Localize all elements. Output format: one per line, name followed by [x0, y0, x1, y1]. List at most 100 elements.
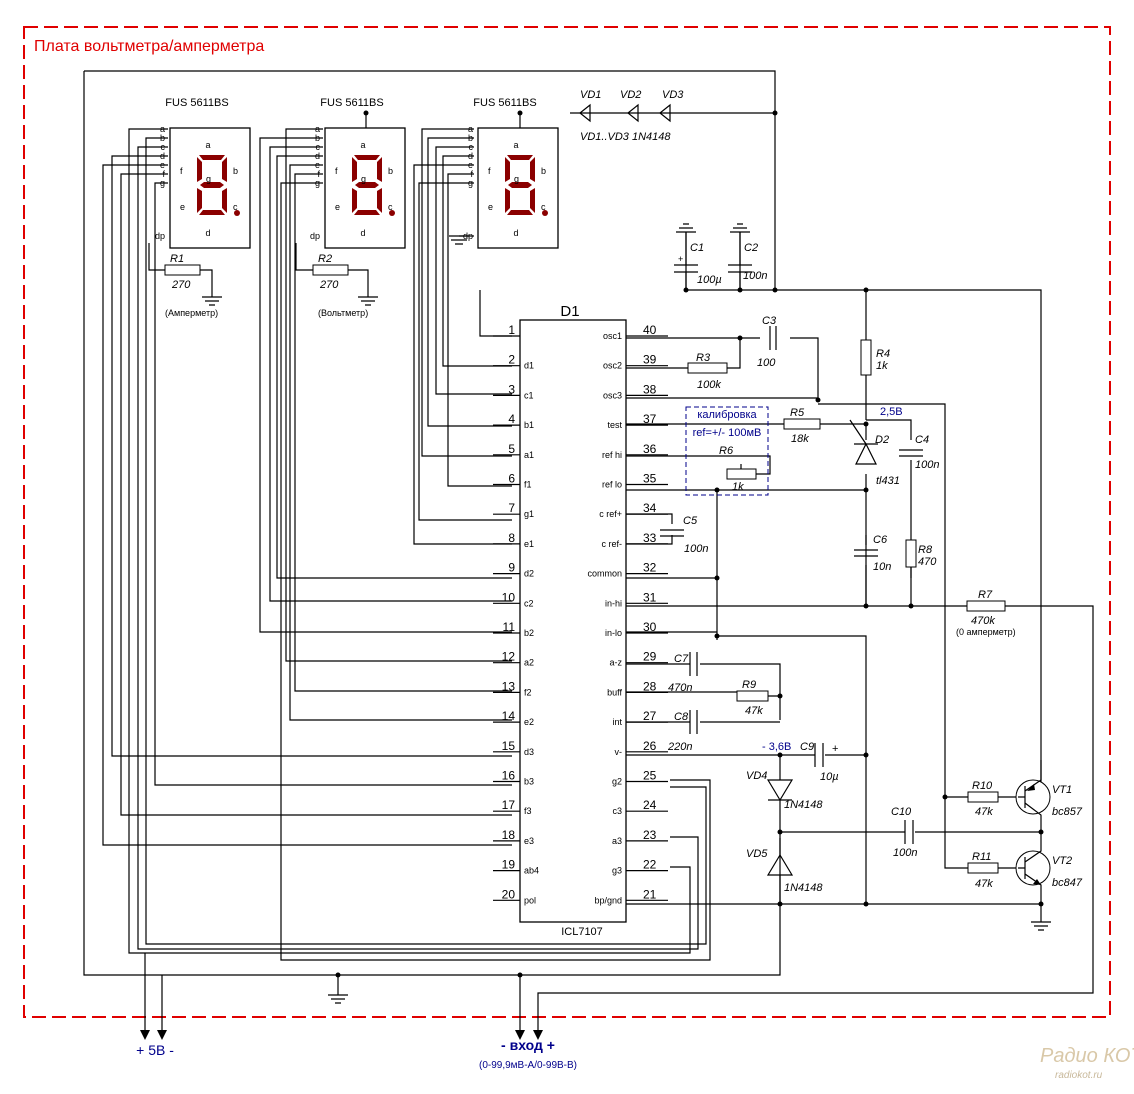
ic-pin-number: 37	[643, 412, 657, 426]
board-border	[23, 26, 1111, 1018]
ic-pin-number: 18	[502, 828, 516, 842]
segment-label: b	[541, 166, 546, 176]
display-pin-label: c	[161, 142, 166, 152]
ic-pin-name: e2	[524, 717, 534, 727]
r6-value: 1k	[732, 481, 744, 493]
r3-value: 100k	[697, 379, 721, 391]
ic-ref: D1	[560, 303, 579, 320]
calib-line2: ref=+/- 100мВ	[693, 427, 762, 439]
vd4-ref: VD4	[746, 770, 767, 782]
vd1-label: VD1	[580, 89, 601, 101]
r7-note: (0 амперметр)	[956, 627, 1016, 637]
segment-label: g	[206, 174, 211, 184]
segment-label: d	[205, 228, 210, 238]
segment-label: e	[180, 202, 185, 212]
ic-pin-number: 38	[643, 382, 657, 396]
ic-pin-number: 9	[508, 561, 515, 575]
c4-ref: C4	[915, 434, 929, 446]
components: R1 270 (Амперметр) R2 270 (Вольтметр) + …	[164, 232, 1083, 904]
c8-value: 220n	[667, 741, 692, 753]
ic-pin-name: c1	[524, 390, 534, 400]
r8-ref: R8	[918, 544, 933, 556]
ic-pin-number: 23	[643, 828, 657, 842]
ic-pin-name: a2	[524, 658, 534, 668]
ic-pin-number: 13	[502, 679, 516, 693]
ic-pin-number: 31	[643, 590, 657, 604]
segment-label: f	[335, 166, 338, 176]
c6-value: 10n	[873, 561, 891, 573]
vd3-label: VD3	[662, 89, 684, 101]
segment-f	[352, 157, 357, 182]
r7-ref: R7	[978, 589, 993, 601]
segment-label: g	[514, 174, 519, 184]
display-pin-label: d	[160, 151, 165, 161]
c7-ref: C7	[674, 653, 689, 665]
ic-pin-name: g1	[524, 509, 534, 519]
c9-ref: C9	[800, 741, 814, 753]
vd5-ref: VD5	[746, 848, 768, 860]
c8-ref: C8	[674, 711, 689, 723]
r2-ref: R2	[318, 253, 332, 265]
r1-ref: R1	[170, 253, 184, 265]
display-pin-label: d	[468, 151, 473, 161]
r8-value: 470	[918, 556, 937, 568]
segment-a	[199, 155, 225, 160]
ic-pin-name: ab4	[524, 866, 539, 876]
r1-note: (Амперметр)	[165, 308, 218, 318]
ic-pin-number: 35	[643, 472, 657, 486]
d2-ref: D2	[875, 434, 889, 446]
board-title: Плата вольтметра/амперметра	[34, 38, 264, 55]
ic-pin-name: d2	[524, 569, 534, 579]
display-pin-label: a	[315, 124, 320, 134]
display-part: FUS 5611BS	[165, 97, 228, 109]
ic-pin-name: c2	[524, 598, 534, 608]
ic-pin-number: 25	[643, 769, 657, 783]
segment-dp	[389, 210, 395, 216]
diodes-top: VD1 VD2 VD3 VD1..VD3 1N4148	[579, 89, 684, 143]
ic-pin-number: 21	[643, 887, 657, 901]
segment-g	[200, 182, 224, 188]
c1-value: 100µ	[697, 274, 722, 286]
ic-pin-name: f3	[524, 806, 532, 816]
wires	[83, 70, 1094, 1032]
segment-a	[354, 155, 380, 160]
ic-pin-number: 2	[508, 353, 515, 367]
ic-pin-number: 29	[643, 650, 657, 664]
ic-pin-name: ref hi	[602, 450, 622, 460]
segment-c	[377, 188, 382, 213]
calib-line1: калибровка	[697, 409, 757, 421]
ic-pin-name: d3	[524, 747, 534, 757]
c6-ref: C6	[873, 534, 888, 546]
ic-pin-name: common	[587, 569, 622, 579]
c4-value: 100n	[915, 459, 939, 471]
segment-label: c	[233, 202, 238, 212]
segment-label: a	[360, 140, 365, 150]
segment-b	[530, 157, 535, 182]
terminals	[140, 110, 1044, 1040]
ic-pin-name: osc2	[603, 361, 622, 371]
c3-ref: C3	[762, 315, 777, 327]
r2-note: (Вольтметр)	[318, 308, 368, 318]
segment-e	[197, 188, 202, 213]
segment-f	[197, 157, 202, 182]
ic-pin-number: 27	[643, 709, 657, 723]
ic-pin-name: c3	[612, 806, 622, 816]
ic-pin-name: int	[612, 717, 622, 727]
ic-pin-name: g3	[612, 866, 622, 876]
display-part: FUS 5611BS	[320, 97, 383, 109]
ic-pin-name: g2	[612, 777, 622, 787]
watermark-logo: Радио КОТ	[1040, 1045, 1134, 1067]
ic-pin-name: b1	[524, 420, 534, 430]
c1-ref: C1	[690, 242, 704, 254]
ic-pin-name: c ref-	[601, 539, 622, 549]
segment-e	[505, 188, 510, 213]
c2-ref: C2	[744, 242, 758, 254]
vd2-label: VD2	[620, 89, 641, 101]
display-pin-label: e	[315, 160, 320, 170]
display-dp-label: dp	[463, 231, 473, 241]
segment-g	[508, 182, 532, 188]
segment-a	[507, 155, 533, 160]
ground-symbols	[202, 223, 1051, 1004]
r5-value: 18k	[791, 433, 809, 445]
